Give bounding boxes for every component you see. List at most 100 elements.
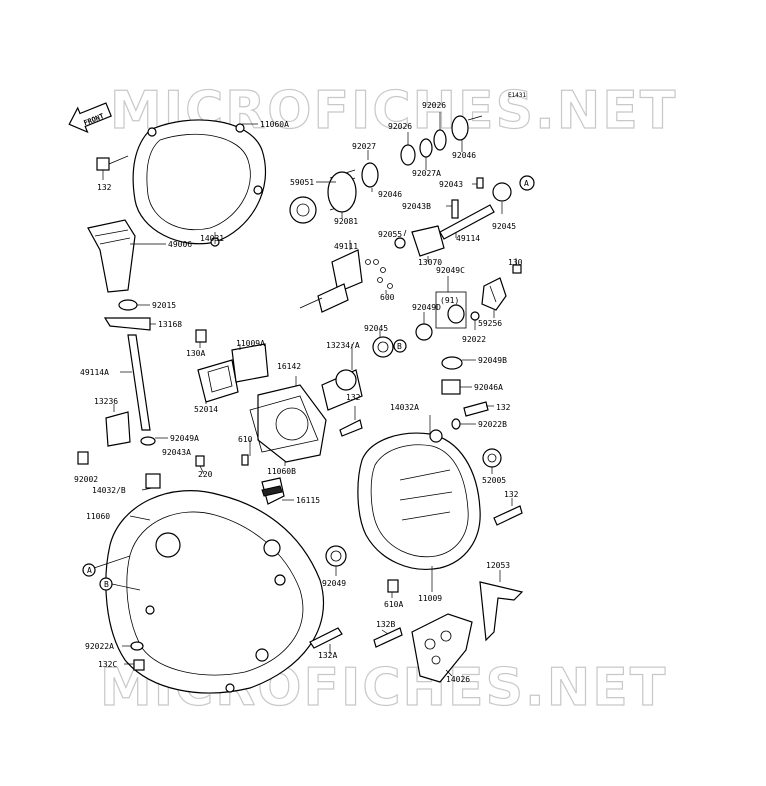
bolt-132-pump bbox=[339, 419, 363, 437]
washer-92022a bbox=[130, 641, 144, 651]
label-49114a: 49114A bbox=[80, 368, 109, 377]
oil-cap bbox=[261, 477, 285, 505]
label-132-pump: 132 bbox=[346, 393, 361, 402]
label-92049a: 92049A bbox=[170, 434, 199, 443]
part-labels: 11060A 132 49006 14031 92015 13168 49114… bbox=[74, 101, 523, 684]
spring-59051 bbox=[327, 169, 357, 213]
label-92022a: 92022A bbox=[85, 642, 114, 651]
label-92002: 92002 bbox=[74, 475, 98, 484]
label-92055: 92055 bbox=[378, 230, 402, 239]
clutch-cover bbox=[132, 119, 267, 247]
pin-92043 bbox=[476, 177, 484, 189]
impeller-13070 bbox=[411, 225, 445, 257]
label-600: 600 bbox=[380, 293, 395, 302]
seal-kit-92049c bbox=[435, 291, 467, 329]
label-92049b: 92049B bbox=[478, 356, 507, 365]
label-92046-mid: 92046 bbox=[378, 190, 402, 199]
label-92081: 92081 bbox=[334, 217, 358, 226]
seal-52005 bbox=[482, 448, 502, 468]
label-132a: 132A bbox=[318, 651, 337, 660]
label-52005: 52005 bbox=[482, 476, 506, 485]
bearing-92045b bbox=[372, 336, 394, 358]
label-92026-b: 92026 bbox=[388, 122, 412, 131]
washer-92022b bbox=[451, 418, 461, 430]
pin-610a bbox=[387, 579, 399, 593]
bolt-130a bbox=[195, 329, 207, 343]
label-92015: 92015 bbox=[152, 301, 176, 310]
gear-59051 bbox=[289, 196, 317, 224]
label-12053: 12053 bbox=[486, 561, 510, 570]
label-13168: 13168 bbox=[158, 320, 182, 329]
label-59256: 59256 bbox=[478, 319, 502, 328]
ref-b-text: B bbox=[397, 342, 402, 351]
label-92045-top: 92045 bbox=[492, 222, 516, 231]
label-92049d: 92049D bbox=[412, 303, 441, 312]
bolt-132a bbox=[309, 627, 343, 649]
label-220: 220 bbox=[198, 470, 213, 479]
label-92046-top: 92046 bbox=[452, 151, 476, 160]
seal-92049d bbox=[415, 323, 433, 341]
label-92043a: 92043A bbox=[162, 448, 191, 457]
label-16142: 16142 bbox=[277, 362, 301, 371]
label-13234a: 13234/A bbox=[326, 341, 360, 350]
washer-92027 bbox=[361, 162, 379, 188]
label-49006: 49006 bbox=[168, 240, 192, 249]
shaft-49114a bbox=[127, 334, 151, 431]
label-92027a: 92027A bbox=[412, 169, 441, 178]
guard-14026 bbox=[411, 613, 473, 683]
label-92043: 92043 bbox=[439, 180, 463, 189]
label-52014: 52014 bbox=[194, 405, 218, 414]
ref-code: E1431 bbox=[508, 92, 526, 99]
label-132b: 132B bbox=[376, 620, 395, 629]
label-130: 130 bbox=[508, 258, 523, 267]
bracket-12053 bbox=[479, 581, 524, 642]
washer-92026 bbox=[400, 144, 416, 166]
governor-49111 bbox=[299, 249, 363, 313]
label-16115: 16115 bbox=[296, 496, 320, 505]
seal-92049 bbox=[325, 545, 347, 567]
ref-a-text: A bbox=[524, 179, 529, 188]
label-92049: 92049 bbox=[322, 579, 346, 588]
label-14031: 14031 bbox=[200, 234, 224, 243]
lever-13236 bbox=[105, 411, 131, 447]
bolt-132c bbox=[133, 659, 145, 671]
leader-lines bbox=[93, 112, 517, 677]
washer-92027a bbox=[419, 138, 433, 158]
label-92022: 92022 bbox=[462, 335, 486, 344]
label-11060b: 11060B bbox=[267, 467, 296, 476]
bearing-92046 bbox=[451, 115, 469, 141]
ref-a-left-circle bbox=[82, 563, 96, 577]
impeller-59256 bbox=[481, 277, 507, 311]
gasket-11009a bbox=[231, 343, 269, 383]
intake-duct bbox=[87, 219, 136, 293]
label-14032a: 14032A bbox=[390, 403, 419, 412]
label-132-lower: 132 bbox=[504, 490, 519, 499]
seal-92049b bbox=[441, 356, 463, 370]
label-610: 610 bbox=[238, 435, 253, 444]
water-hose-fitting bbox=[197, 359, 239, 403]
label-13070: 13070 bbox=[418, 258, 442, 267]
crankcase-cover bbox=[105, 490, 325, 694]
front-arrow-icon: FRONT bbox=[68, 102, 112, 134]
ref-a-circle bbox=[519, 175, 535, 191]
label-92049c: 92049C bbox=[436, 266, 465, 275]
pin-610 bbox=[241, 454, 249, 466]
bolt-132 bbox=[96, 155, 129, 171]
label-11060a: 11060A bbox=[260, 120, 289, 129]
washer-92026b bbox=[433, 129, 447, 151]
bolt-92002 bbox=[77, 451, 89, 465]
shaft-lever bbox=[103, 299, 151, 331]
label-92027: 92027 bbox=[352, 142, 376, 151]
ball-600a bbox=[373, 259, 379, 265]
bolt-132-lower bbox=[493, 505, 523, 526]
label-92046a: 92046A bbox=[474, 383, 503, 392]
label-14026: 14026 bbox=[446, 675, 470, 684]
label-49114: 49114 bbox=[456, 234, 480, 243]
label-130a: 130A bbox=[186, 349, 205, 358]
oring-92055 bbox=[394, 237, 406, 249]
label-132-right: 132 bbox=[496, 403, 511, 412]
bolt-220 bbox=[195, 455, 205, 467]
label-92043b: 92043B bbox=[402, 202, 431, 211]
label-ref-a: A bbox=[87, 566, 92, 575]
